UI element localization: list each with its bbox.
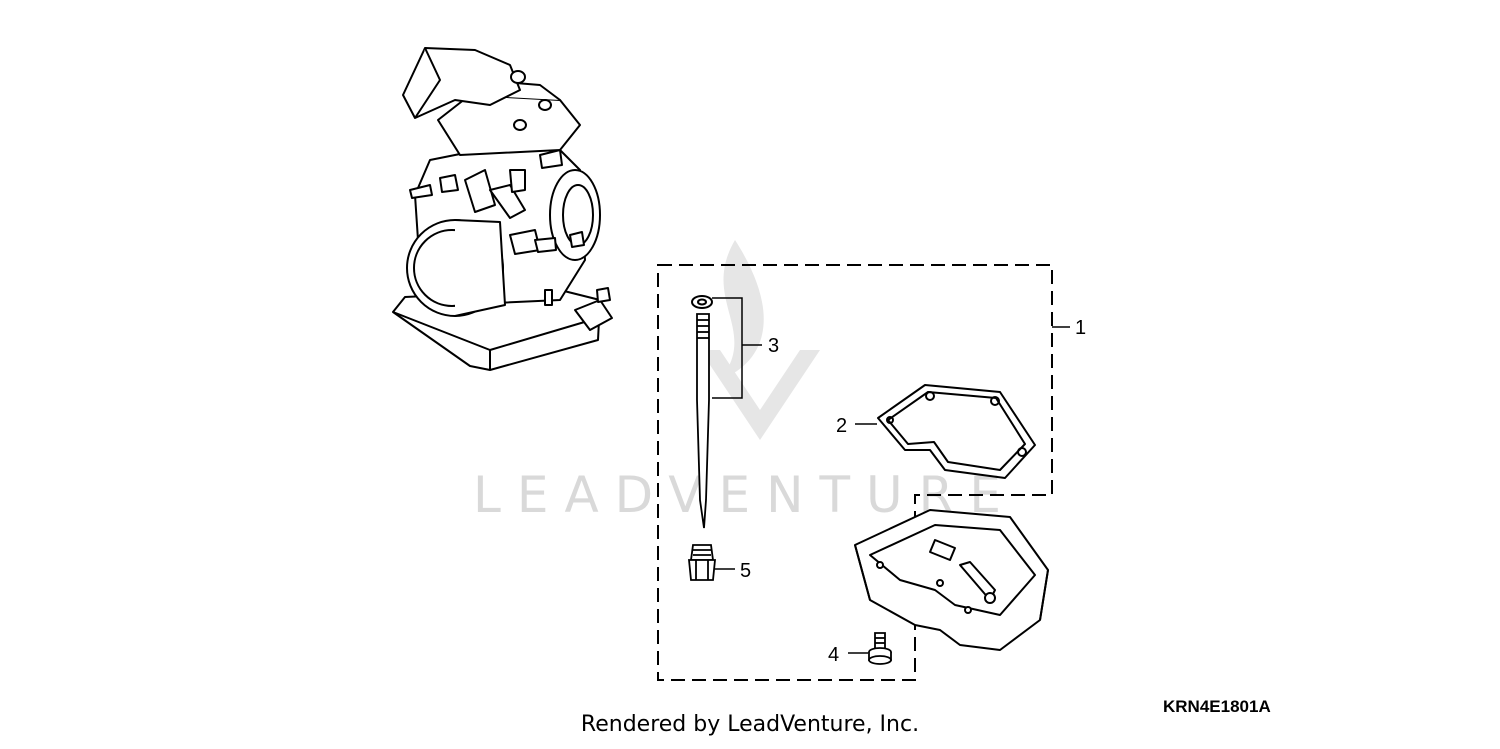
carburetor-assembly bbox=[392, 47, 613, 371]
figure-code: KRN4E1801A bbox=[1163, 697, 1271, 716]
main-jet bbox=[688, 544, 716, 581]
kit-boundary bbox=[657, 264, 1053, 681]
float-bowl-gasket bbox=[877, 384, 1036, 479]
callout-1: 1 bbox=[1075, 317, 1086, 339]
callout-3: 3 bbox=[768, 335, 779, 357]
float-bowl bbox=[854, 509, 1049, 651]
callout-4: 4 bbox=[828, 644, 839, 666]
watermark-text: LEADVENTURE bbox=[473, 466, 1017, 524]
callout-5: 5 bbox=[740, 560, 751, 582]
callout-3-bracket bbox=[712, 297, 762, 399]
jet-needle bbox=[696, 313, 710, 529]
watermark-logo-icon bbox=[700, 240, 820, 440]
footer-credit: Rendered by LeadVenture, Inc. bbox=[580, 712, 920, 737]
drain-screw bbox=[868, 632, 892, 665]
needle-clip bbox=[691, 295, 713, 309]
callout-2: 2 bbox=[836, 415, 847, 437]
